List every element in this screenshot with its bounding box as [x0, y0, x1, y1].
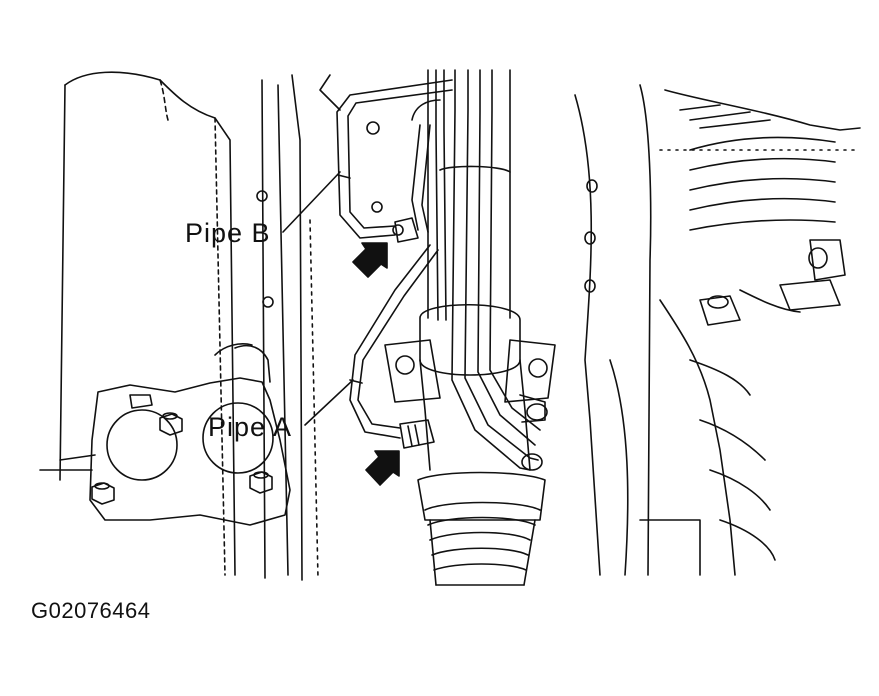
- pipe-a-leader-line: [304, 379, 354, 426]
- clamp-bracket-right: [504, 339, 556, 403]
- clamp-bolt-icon: [395, 355, 415, 375]
- pipe-b-label: Pipe B: [185, 218, 271, 248]
- bolt: [91, 482, 115, 505]
- bolt: [249, 471, 273, 494]
- pipe-bundle: [435, 69, 548, 471]
- rack-housing: [384, 69, 556, 471]
- arrow-pointer-icon: [365, 450, 400, 486]
- right-body-panel: [574, 84, 861, 576]
- figure-id: G02076464: [31, 598, 151, 623]
- pipe-b-fitting: [394, 217, 419, 243]
- subframe-bracket: [39, 343, 291, 526]
- pipe-b-leader-line: [282, 171, 341, 233]
- pipe-a-fitting: [399, 419, 435, 449]
- pipe-b: [319, 74, 453, 243]
- bolt: [159, 412, 183, 436]
- left-body-panel: [59, 71, 319, 581]
- rack-boot: [417, 471, 546, 586]
- clamp-bracket-left: [384, 339, 441, 403]
- pipe-a-label: Pipe A: [208, 412, 293, 442]
- pipe-a: [349, 244, 439, 449]
- arrow-pointer-icon: [352, 242, 388, 278]
